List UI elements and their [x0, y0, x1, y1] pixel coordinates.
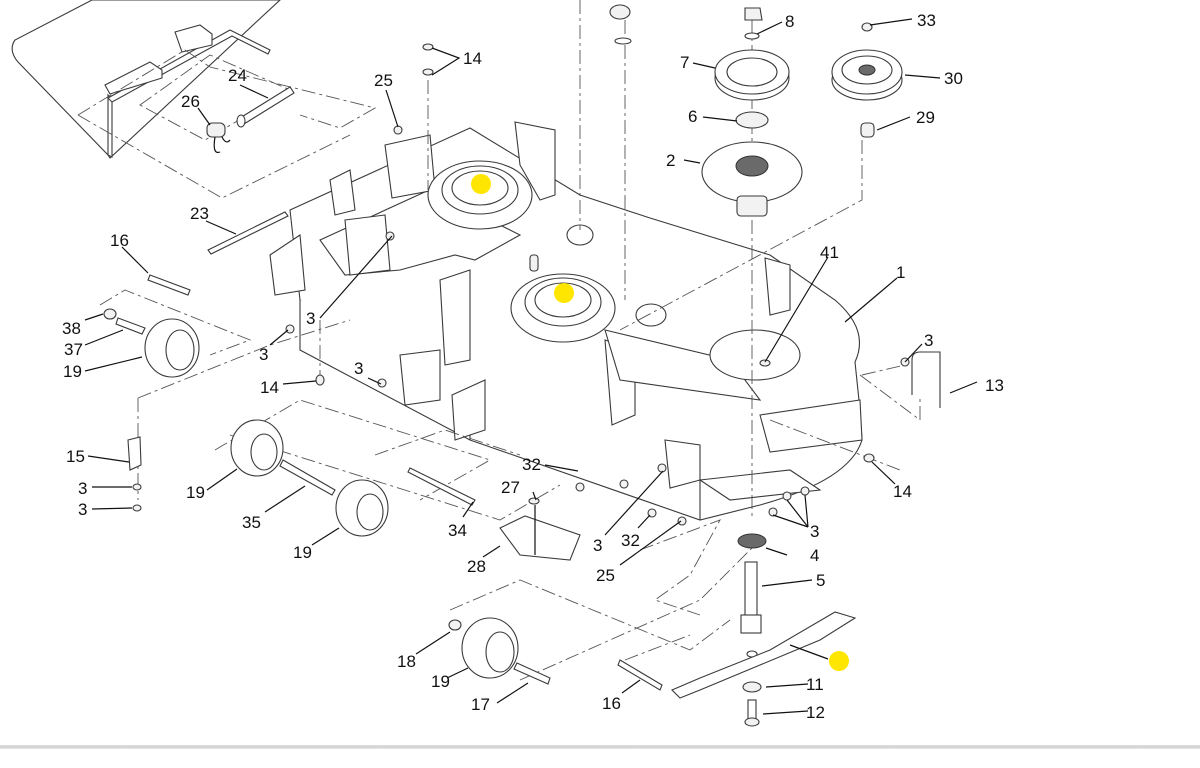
parts-diagram: 33 8 14 24 25 7 30 26 6 29 2 23 41 16 1 …	[11, 0, 1004, 727]
idler-pulley	[831, 22, 903, 138]
callout-19[interactable]: 19	[63, 362, 82, 381]
discharge-chute	[11, 0, 281, 159]
callout-16[interactable]: 16	[110, 231, 129, 250]
wheel-left-lower-b	[335, 479, 389, 537]
callout-41[interactable]: 41	[820, 243, 839, 262]
callout-3[interactable]: 3	[354, 359, 363, 378]
callout-3[interactable]: 3	[306, 309, 315, 328]
callout-19[interactable]: 19	[293, 543, 312, 562]
callout-12[interactable]: 12	[806, 703, 825, 722]
callout-15[interactable]: 15	[66, 447, 85, 466]
callout-3[interactable]: 3	[78, 479, 87, 498]
pin-part-16	[147, 274, 191, 296]
callout-19[interactable]: 19	[186, 483, 205, 502]
rod-part-23	[207, 211, 289, 255]
callout-3[interactable]: 3	[259, 345, 268, 364]
hotspot-blade[interactable]	[829, 651, 849, 671]
callout-19[interactable]: 19	[431, 672, 450, 691]
pin	[529, 254, 539, 272]
callout-25[interactable]: 25	[596, 566, 615, 585]
pin-part-24	[236, 86, 295, 128]
leader-lines	[84, 18, 978, 715]
callout-3[interactable]: 3	[78, 500, 87, 519]
callout-17[interactable]: 17	[471, 695, 490, 714]
callout-14[interactable]: 14	[893, 482, 912, 501]
callout-29[interactable]: 29	[916, 108, 935, 127]
callout-16[interactable]: 16	[602, 694, 621, 713]
callout-37[interactable]: 37	[64, 340, 83, 359]
hardware	[285, 43, 941, 526]
callout-32[interactable]: 32	[621, 531, 640, 550]
callout-35[interactable]: 35	[242, 513, 261, 532]
idler-boss	[635, 303, 667, 327]
wheel-left-upper	[103, 308, 200, 378]
callout-27[interactable]: 27	[501, 478, 520, 497]
pin-part-16b	[617, 659, 663, 691]
spindle-shaft-assembly	[737, 533, 767, 727]
blade	[671, 611, 857, 699]
callout-18[interactable]: 18	[397, 652, 416, 671]
hotspot-spindle-center[interactable]	[554, 283, 574, 303]
callout-1[interactable]: 1	[896, 263, 905, 282]
bottom-divider	[0, 745, 1200, 749]
callout-14[interactable]: 14	[260, 378, 279, 397]
wheel-bottom	[448, 617, 551, 685]
spindle-right-opening	[709, 329, 801, 381]
callouts: 33 8 14 24 25 7 30 26 6 29 2 23 41 16 1 …	[62, 11, 1004, 722]
callout-3[interactable]: 3	[924, 331, 933, 350]
callout-5[interactable]: 5	[816, 571, 825, 590]
callout-38[interactable]: 38	[62, 319, 81, 338]
spring-part-26	[206, 122, 231, 154]
wheel-left-lower-a	[230, 419, 336, 496]
spindle-left	[427, 160, 533, 230]
callout-2[interactable]: 2	[666, 151, 675, 170]
callout-33[interactable]: 33	[917, 11, 936, 30]
step-plate-part-28	[499, 497, 581, 561]
bottom-area	[0, 749, 1200, 768]
spindle-center	[510, 273, 616, 343]
callout-8[interactable]: 8	[785, 12, 794, 31]
callout-7[interactable]: 7	[680, 53, 689, 72]
callout-4[interactable]: 4	[810, 546, 819, 565]
callout-24[interactable]: 24	[228, 66, 247, 85]
callout-34[interactable]: 34	[448, 521, 467, 540]
callout-30[interactable]: 30	[944, 69, 963, 88]
pin-part-34	[407, 467, 476, 506]
callout-13[interactable]: 13	[985, 376, 1004, 395]
callout-26[interactable]: 26	[181, 92, 200, 111]
pulley-stack	[609, 4, 803, 217]
hotspot-spindle-left[interactable]	[471, 174, 491, 194]
callout-11[interactable]: 11	[806, 675, 824, 694]
callout-23[interactable]: 23	[190, 204, 209, 223]
callout-32[interactable]: 32	[522, 455, 541, 474]
bracket-part-15	[127, 436, 142, 471]
callout-3[interactable]: 3	[810, 522, 819, 541]
callout-28[interactable]: 28	[467, 557, 486, 576]
callout-25[interactable]: 25	[374, 71, 393, 90]
callout-14[interactable]: 14	[463, 49, 482, 68]
callout-6[interactable]: 6	[688, 107, 697, 126]
callout-3[interactable]: 3	[593, 536, 602, 555]
